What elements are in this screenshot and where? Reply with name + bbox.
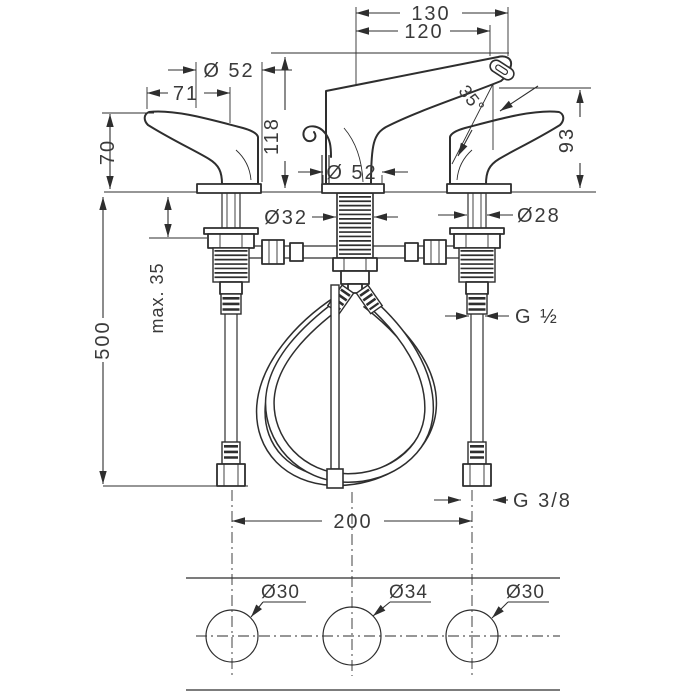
dim-reach-120: 120	[356, 21, 491, 56]
label-hole-center-text: Ø34	[389, 582, 428, 603]
label-hole-left-text: Ø30	[261, 582, 300, 603]
left-valve-assembly	[203, 193, 259, 487]
side-connection-pipes	[249, 239, 459, 265]
label-supply-thread-g38: G 3/8	[434, 490, 572, 512]
dim-outlet-angle-35: 35°	[451, 81, 539, 165]
dim-handle-height-70-label: 70	[97, 139, 119, 165]
dim-outlet-angle-35-label: 35°	[455, 81, 489, 117]
dim-spout-base-diameter: Ø 52	[298, 162, 408, 184]
label-hole-right-text: Ø30	[506, 582, 545, 603]
axis-centerlines	[196, 490, 560, 676]
faucet-spout	[302, 55, 515, 194]
right-handle-base-plate	[446, 183, 512, 194]
dim-reach-120-label: 120	[404, 21, 443, 43]
flex-hose-loops	[255, 284, 438, 487]
dim-outlet-height-93: 93	[499, 87, 591, 188]
dim-handle-cap-diameter-label: Ø 52	[203, 60, 254, 82]
label-hose-thread-g12: G ½	[445, 306, 559, 328]
dim-outlet-height-93-label: 93	[556, 127, 578, 153]
dim-handle-height-70: 70	[97, 112, 154, 189]
pop-up-rod	[326, 284, 344, 489]
dim-side-shank-diameter-label: Ø28	[517, 205, 561, 227]
label-hole-left: Ø30	[250, 582, 306, 618]
left-handle-base-plate	[196, 183, 262, 194]
aerator	[489, 59, 515, 81]
left-handle	[143, 110, 262, 194]
spout-base-plate	[321, 183, 385, 194]
dim-handle-cap-diameter: Ø 52	[168, 60, 292, 182]
right-handle	[446, 110, 565, 194]
center-shank-assembly	[332, 192, 378, 294]
dim-reach-130: 130	[355, 3, 509, 85]
label-hole-right: Ø30	[491, 582, 549, 619]
hole-center	[322, 606, 382, 666]
dim-center-shank-diameter: Ø32	[264, 207, 398, 229]
dim-lever-length-71: 71	[146, 83, 231, 123]
dim-hose-length-500: 500	[92, 197, 248, 487]
hole-left	[205, 609, 259, 663]
dim-spout-height-118: 118	[261, 57, 289, 188]
label-hole-center: Ø34	[372, 582, 431, 617]
dim-reach-130-label: 130	[411, 3, 450, 25]
dim-center-shank-diameter-label: Ø32	[264, 207, 308, 229]
dim-max-mounting-thickness-label: max. 35	[147, 262, 167, 333]
right-valve-assembly	[449, 193, 505, 487]
hole-right	[445, 609, 499, 663]
dim-hose-length-500-label: 500	[92, 320, 114, 359]
deck-section-view: Ø30 Ø34 Ø30	[186, 577, 560, 691]
dim-lever-length-71-label: 71	[173, 83, 199, 105]
dim-max-mounting-thickness: max. 35	[147, 197, 207, 334]
label-supply-thread-g38-text: G 3/8	[513, 490, 572, 512]
dim-spout-height-118-label: 118	[261, 117, 283, 155]
dim-hole-spacing-200-label: 200	[333, 511, 372, 533]
label-hose-thread-g12-text: G ½	[515, 306, 559, 328]
dim-side-shank-diameter: Ø28	[438, 205, 561, 227]
dim-spout-base-diameter-label: Ø 52	[326, 162, 377, 184]
